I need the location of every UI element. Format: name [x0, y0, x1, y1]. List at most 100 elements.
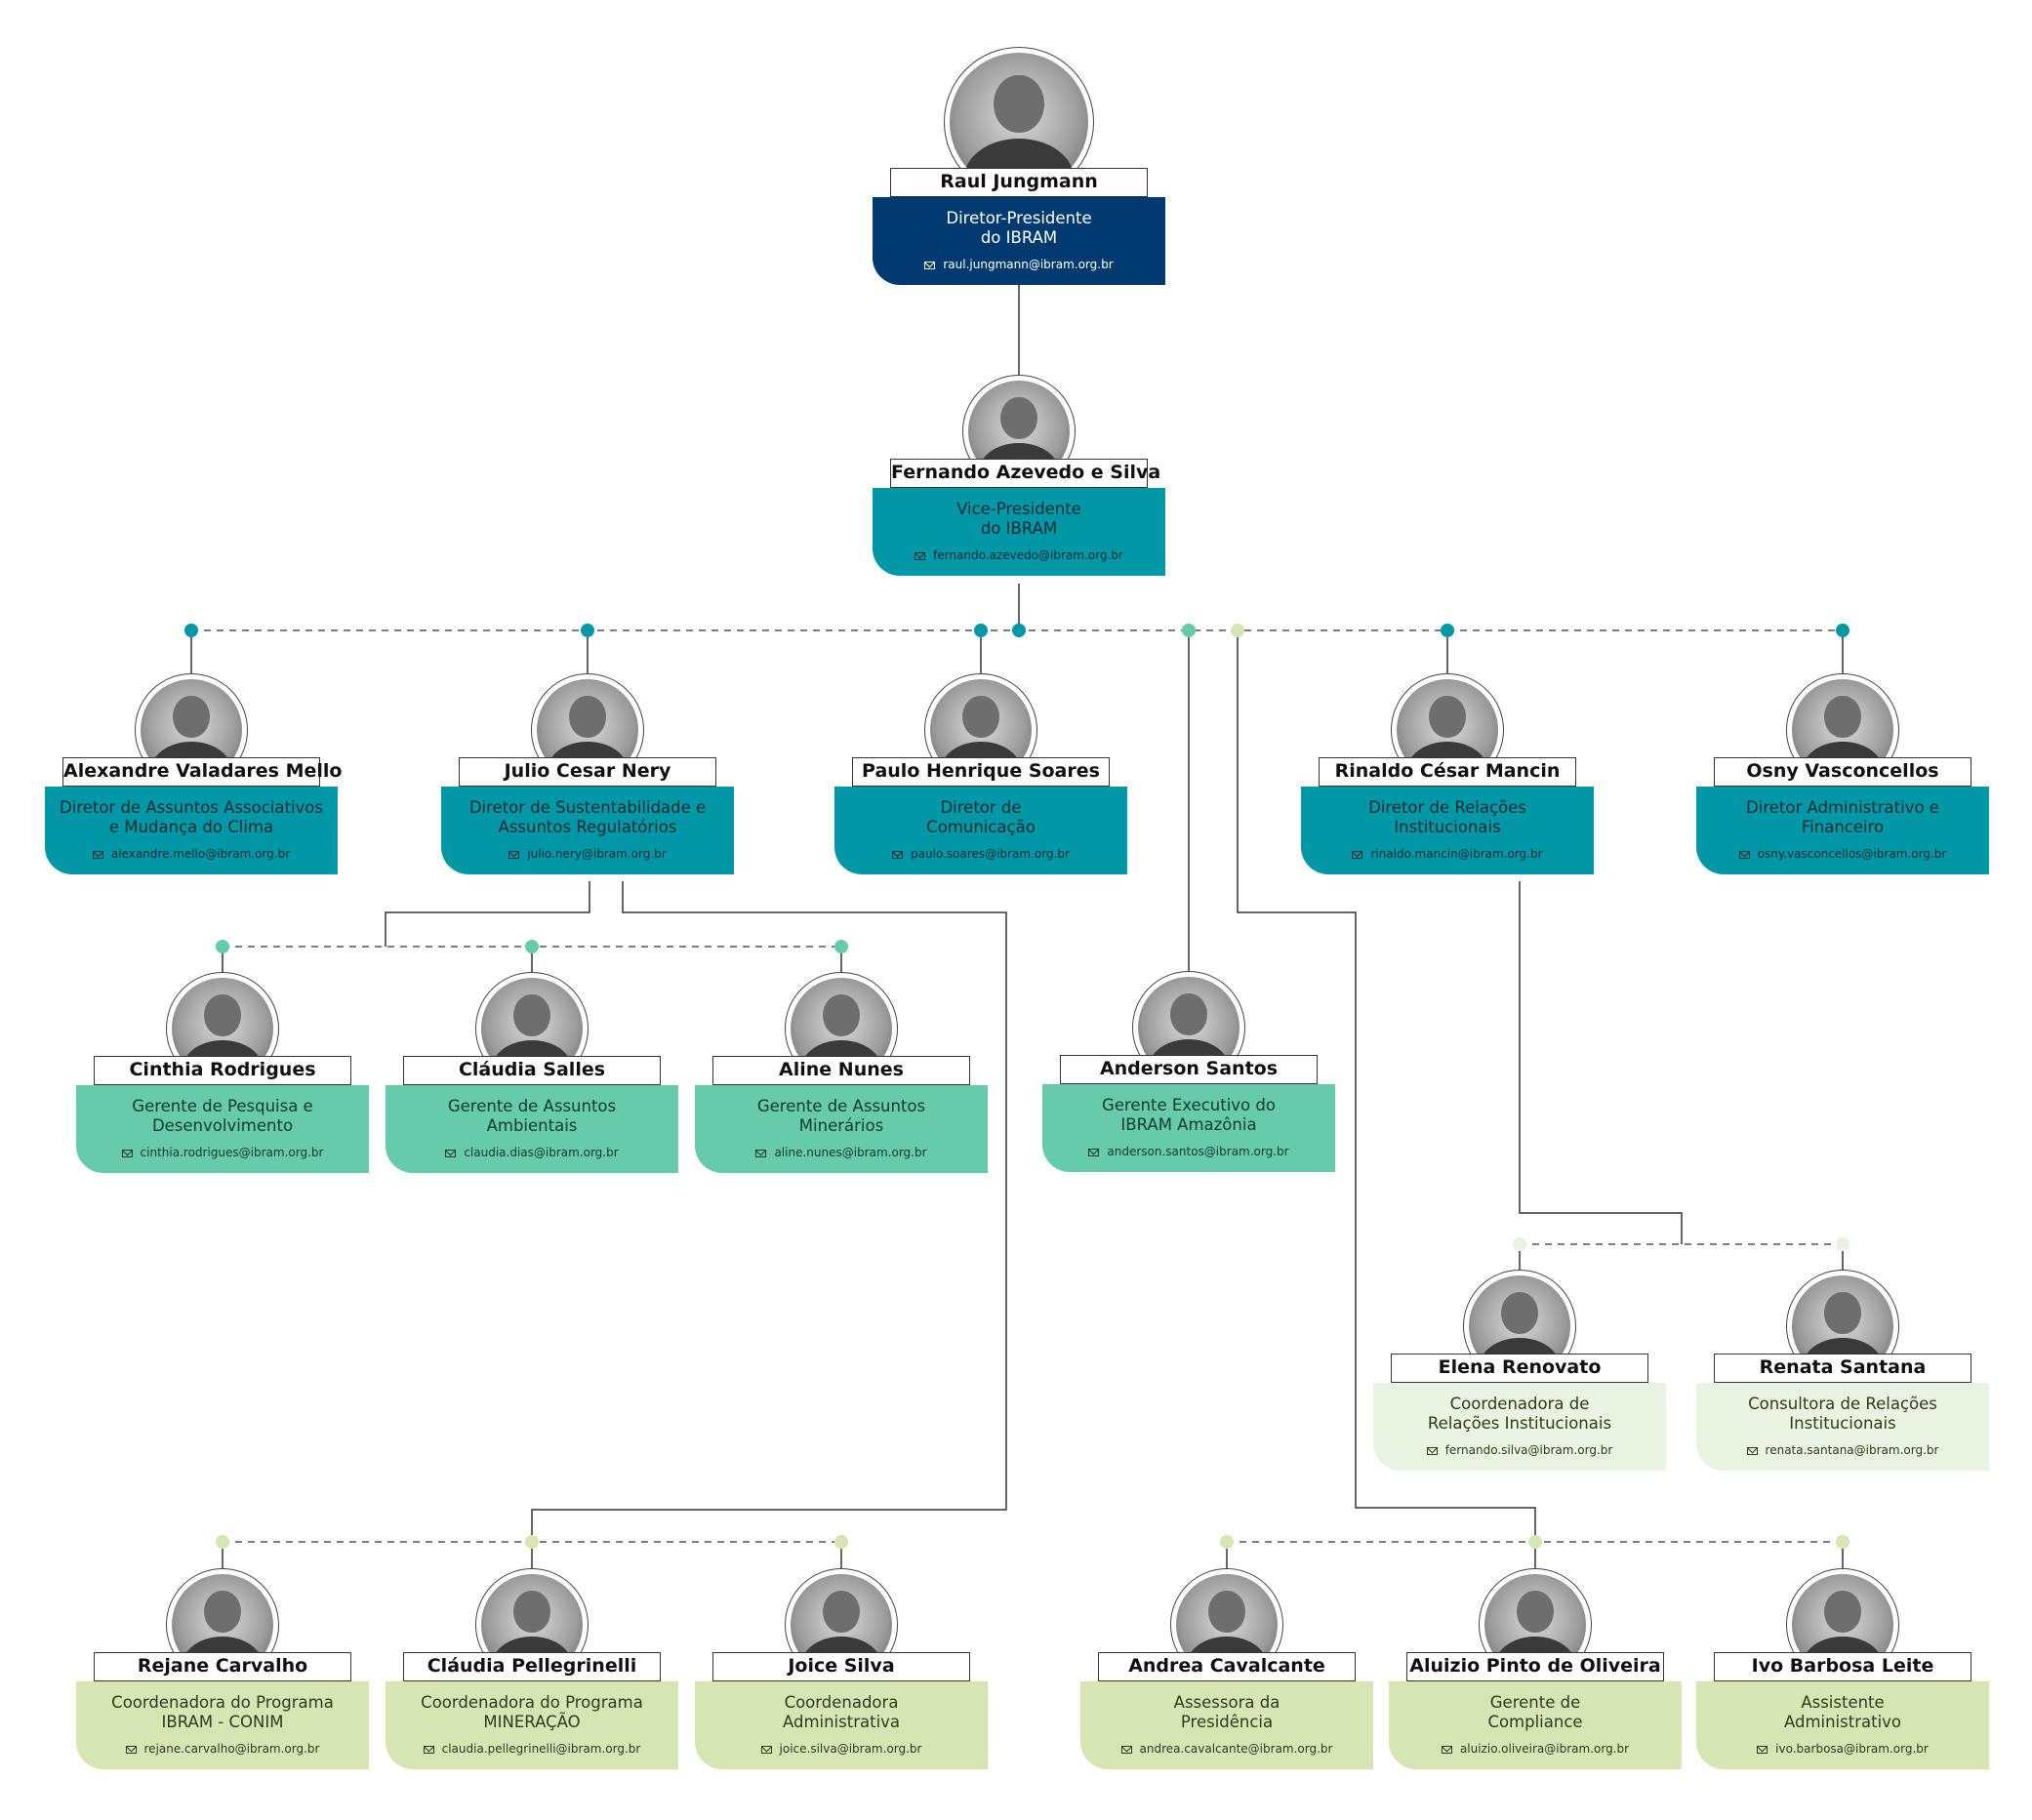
role-box: Assistente Administrativo ivo.barbosa@ibr… — [1696, 1681, 1989, 1769]
role-box: Consultora de Relações Institucionais ren… — [1696, 1383, 1989, 1471]
email-text: paulo.soares@ibram.org.br — [911, 847, 1070, 861]
email-link[interactable]: cinthia.rodrigues@ibram.org.br — [76, 1146, 369, 1159]
role-box: Coordenadora de Relações Institucionais f… — [1373, 1383, 1666, 1471]
connector-dot — [581, 624, 594, 637]
role-box: Gerente de Assuntos Minerários aline.nune… — [695, 1085, 988, 1173]
role-title: Gerente de Pesquisa e Desenvolvimento — [132, 1097, 313, 1135]
mail-icon — [760, 1745, 772, 1754]
mail-icon — [445, 1149, 457, 1157]
person-name: Renata Santana — [1714, 1354, 1971, 1383]
email-text: fernando.silva@ibram.org.br — [1444, 1443, 1613, 1457]
email-link[interactable]: fernando.silva@ibram.org.br — [1373, 1443, 1666, 1457]
email-text: andrea.cavalcante@ibram.org.br — [1139, 1742, 1333, 1756]
email-link[interactable]: julio.nery@ibram.org.br — [441, 847, 734, 861]
email-link[interactable]: claudia.dias@ibram.org.br — [386, 1146, 678, 1159]
email-link[interactable]: raul.jungmann@ibram.org.br — [873, 258, 1165, 271]
connector-dot — [1528, 1535, 1542, 1549]
role-box: Diretor de Relações Institucionais rinald… — [1301, 787, 1594, 874]
email-text: ivo.barbosa@ibram.org.br — [1775, 1742, 1929, 1756]
role-title: Gerente de Compliance — [1487, 1693, 1583, 1731]
person-name: Rejane Carvalho — [94, 1652, 351, 1681]
email-link[interactable]: aline.nunes@ibram.org.br — [695, 1146, 988, 1159]
connector-dot — [1836, 624, 1849, 637]
role-title: Diretor de Assuntos Associativos e Mudan… — [60, 798, 323, 836]
email-text: renata.santana@ibram.org.br — [1765, 1443, 1939, 1457]
role-title: Gerente Executivo do IBRAM Amazônia — [1102, 1096, 1276, 1134]
role-box: Gerente de Pesquisa e Desenvolvimento cin… — [76, 1085, 369, 1173]
connector-dot — [525, 1535, 539, 1549]
email-link[interactable]: renata.santana@ibram.org.br — [1696, 1443, 1989, 1457]
email-text: rinaldo.mancin@ibram.org.br — [1370, 847, 1543, 861]
email-link[interactable]: rinaldo.mancin@ibram.org.br — [1301, 847, 1594, 861]
role-title: Gerente de Assuntos Minerários — [756, 1097, 926, 1135]
email-text: aluizio.oliveira@ibram.org.br — [1459, 1742, 1630, 1756]
person-name: Julio Cesar Nery — [459, 757, 716, 787]
role-box: Assessora da Presidência andrea.cavalcant… — [1080, 1681, 1373, 1769]
role-title: Assistente Administrativo — [1783, 1693, 1902, 1731]
role-title: Assessora da Presidência — [1173, 1693, 1280, 1731]
connector-dot — [1012, 624, 1026, 637]
email-text: alexandre.mello@ibram.org.br — [110, 847, 291, 861]
person-name: Cinthia Rodrigues — [94, 1056, 351, 1085]
email-text: raul.jungmann@ibram.org.br — [943, 258, 1114, 271]
mail-icon — [1738, 850, 1750, 859]
mail-icon — [914, 551, 926, 560]
mail-icon — [1757, 1745, 1768, 1754]
role-title: Diretor de Sustentabilidade e Assuntos R… — [468, 798, 707, 836]
connector-dot — [1231, 624, 1244, 637]
mail-icon — [1426, 1446, 1438, 1455]
person-name: Alexandre Valadares Mello — [62, 757, 342, 787]
role-title: Coordenadora do Programa IBRAM - CONIM — [111, 1693, 334, 1731]
role-box: Diretor de Sustentabilidade e Assuntos R… — [441, 787, 734, 874]
person-name: Elena Renovato — [1391, 1354, 1648, 1383]
mail-icon — [892, 850, 904, 859]
connector-dot — [1513, 1237, 1526, 1251]
email-link[interactable]: andrea.cavalcante@ibram.org.br — [1080, 1742, 1373, 1756]
email-link[interactable]: fernando.azevedo@ibram.org.br — [873, 548, 1165, 562]
role-title: Consultora de Relações Institucionais — [1748, 1395, 1937, 1433]
person-name: Aline Nunes — [712, 1056, 970, 1085]
email-link[interactable]: rejane.carvalho@ibram.org.br — [76, 1742, 369, 1756]
mail-icon — [1441, 1745, 1452, 1754]
role-title: Diretor de Comunicação — [926, 798, 1036, 836]
email-link[interactable]: alexandre.mello@ibram.org.br — [45, 847, 338, 861]
person-name: Ivo Barbosa Leite — [1714, 1652, 1971, 1681]
email-link[interactable]: anderson.santos@ibram.org.br — [1042, 1145, 1335, 1158]
connector-dot — [1836, 1535, 1849, 1549]
role-title: Coordenadora de Relações Institucionais — [1427, 1395, 1612, 1433]
person-name: Joice Silva — [712, 1652, 970, 1681]
connector-dot — [216, 1535, 229, 1549]
person-name: Cláudia Pellegrinelli — [403, 1652, 661, 1681]
person-name: Cláudia Salles — [403, 1056, 661, 1085]
email-link[interactable]: joice.silva@ibram.org.br — [695, 1742, 988, 1756]
role-box: Coordenadora do Programa IBRAM - CONIM re… — [76, 1681, 369, 1769]
email-text: fernando.azevedo@ibram.org.br — [933, 548, 1123, 562]
mail-icon — [1120, 1745, 1132, 1754]
email-link[interactable]: osny.vasconcellos@ibram.org.br — [1696, 847, 1989, 861]
role-box: Gerente Executivo do IBRAM Amazônia ander… — [1042, 1084, 1335, 1172]
connector-dot — [834, 940, 848, 953]
mail-icon — [1352, 850, 1363, 859]
mail-icon — [1746, 1446, 1758, 1455]
mail-icon — [508, 850, 520, 859]
email-link[interactable]: claudia.pellegrinelli@ibram.org.br — [386, 1742, 678, 1756]
connector-dot — [974, 624, 988, 637]
email-link[interactable]: ivo.barbosa@ibram.org.br — [1696, 1742, 1989, 1756]
connector-dot — [184, 624, 198, 637]
email-link[interactable]: paulo.soares@ibram.org.br — [834, 847, 1127, 861]
role-box: Gerente de Compliance aluizio.oliveira@ib… — [1389, 1681, 1682, 1769]
person-name: Paulo Henrique Soares — [852, 757, 1110, 787]
mail-icon — [755, 1149, 767, 1157]
role-box: Diretor de Comunicação paulo.soares@ibram… — [834, 787, 1127, 874]
connector-dot — [525, 940, 539, 953]
role-title: Diretor de Relações Institucionais — [1368, 798, 1526, 836]
email-text: osny.vasconcellos@ibram.org.br — [1757, 847, 1947, 861]
role-box: Diretor de Assuntos Associativos e Mudan… — [45, 787, 338, 874]
email-link[interactable]: aluizio.oliveira@ibram.org.br — [1389, 1742, 1682, 1756]
